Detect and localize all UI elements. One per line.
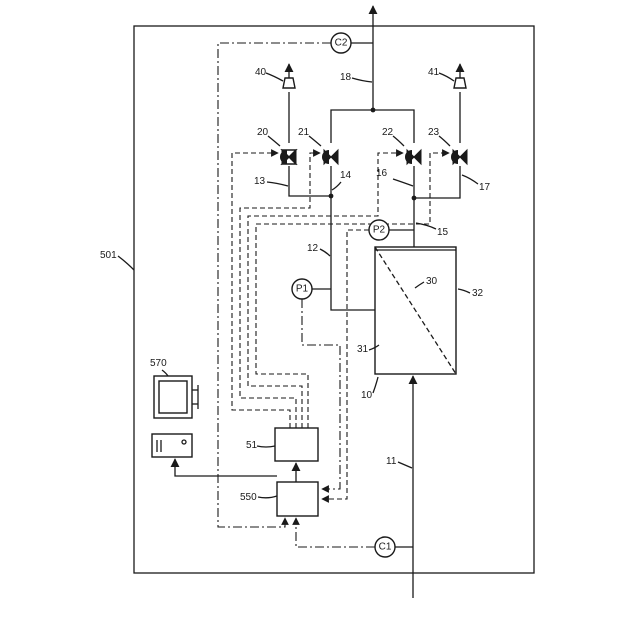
exhaust-vent-2 [454,64,466,88]
exhaust-2-label: 41 [428,67,440,78]
permeate-branch-b-label: 17 [479,182,491,193]
computer-leader [258,496,277,498]
retentate-branch-a-leader [267,182,288,186]
controller-label: 51 [246,440,258,451]
system-boundary [134,26,534,573]
retentate-line [331,196,375,310]
system-label: 501 [100,250,117,261]
computer-to-pc-link [175,459,277,476]
housing-label: 31 [357,344,369,355]
membrane-label: 30 [426,276,438,287]
computer-label: 550 [240,492,257,503]
valve-20-control-line [232,153,290,428]
exhaust-1-leader [266,73,283,81]
controller-leader [257,446,275,447]
valve-4-leader [439,136,450,146]
permeate-branch-b-leader [462,175,478,184]
permeate-line-label: 15 [437,227,449,238]
exhaust-2-leader [439,73,454,81]
retentate-line-label: 12 [307,243,319,254]
feed-line-leader [398,462,412,468]
valve-2-label: 21 [298,127,310,138]
module-label: 10 [361,390,373,401]
valve-20 [280,150,296,164]
concentration-sensor-c2: C2 [331,33,373,53]
permeate-branch-b [414,166,460,198]
exhaust-vent-1 [283,64,295,88]
p2-label: P2 [373,225,386,236]
module-leader [373,377,378,393]
valve-22 [405,150,421,164]
c2-label: C2 [335,38,348,49]
pressure-sensor-p2: P2 [369,220,414,240]
p2-signal-line [322,230,369,499]
valve-3-label: 22 [382,127,394,138]
p1-label: P1 [296,284,309,295]
retentate-branch-b-leader [332,182,341,190]
retentate-branch-a-label: 13 [254,176,266,187]
outlet-header-left [331,110,373,143]
feed-line-label: 11 [386,456,397,467]
valve-23 [451,150,467,164]
retentate-junction [329,194,334,199]
retentate-branch-b-label: 14 [340,170,352,181]
exhaust-1-label: 40 [255,67,267,78]
computer-box [277,482,318,516]
pc-tower-icon [152,434,192,457]
permeate-side-leader [458,289,470,293]
display-leader [162,370,168,376]
pressure-sensor-p1: P1 [292,279,331,299]
retentate-line-leader [320,249,330,256]
valve-4-label: 23 [428,127,440,138]
display-monitor-icon [154,376,198,418]
permeate-junction [412,196,417,201]
outlet-line-leader [352,78,372,82]
c1-label: C1 [379,542,392,553]
valve-3-leader [393,136,404,146]
valve-1-label: 20 [257,127,269,138]
concentration-sensor-c1: C1 [375,537,413,557]
system-leader [118,256,134,270]
display-label: 570 [150,358,167,369]
valve-21 [322,150,338,164]
permeate-branch-a-leader [393,179,413,186]
controller-box [275,428,318,461]
valve-2-leader [309,136,321,146]
outlet-line-label: 18 [340,72,352,83]
c1-signal-line [296,518,375,547]
outlet-header-right [373,110,414,143]
permeate-side-label: 32 [472,288,484,299]
valve-1-leader [268,136,280,146]
